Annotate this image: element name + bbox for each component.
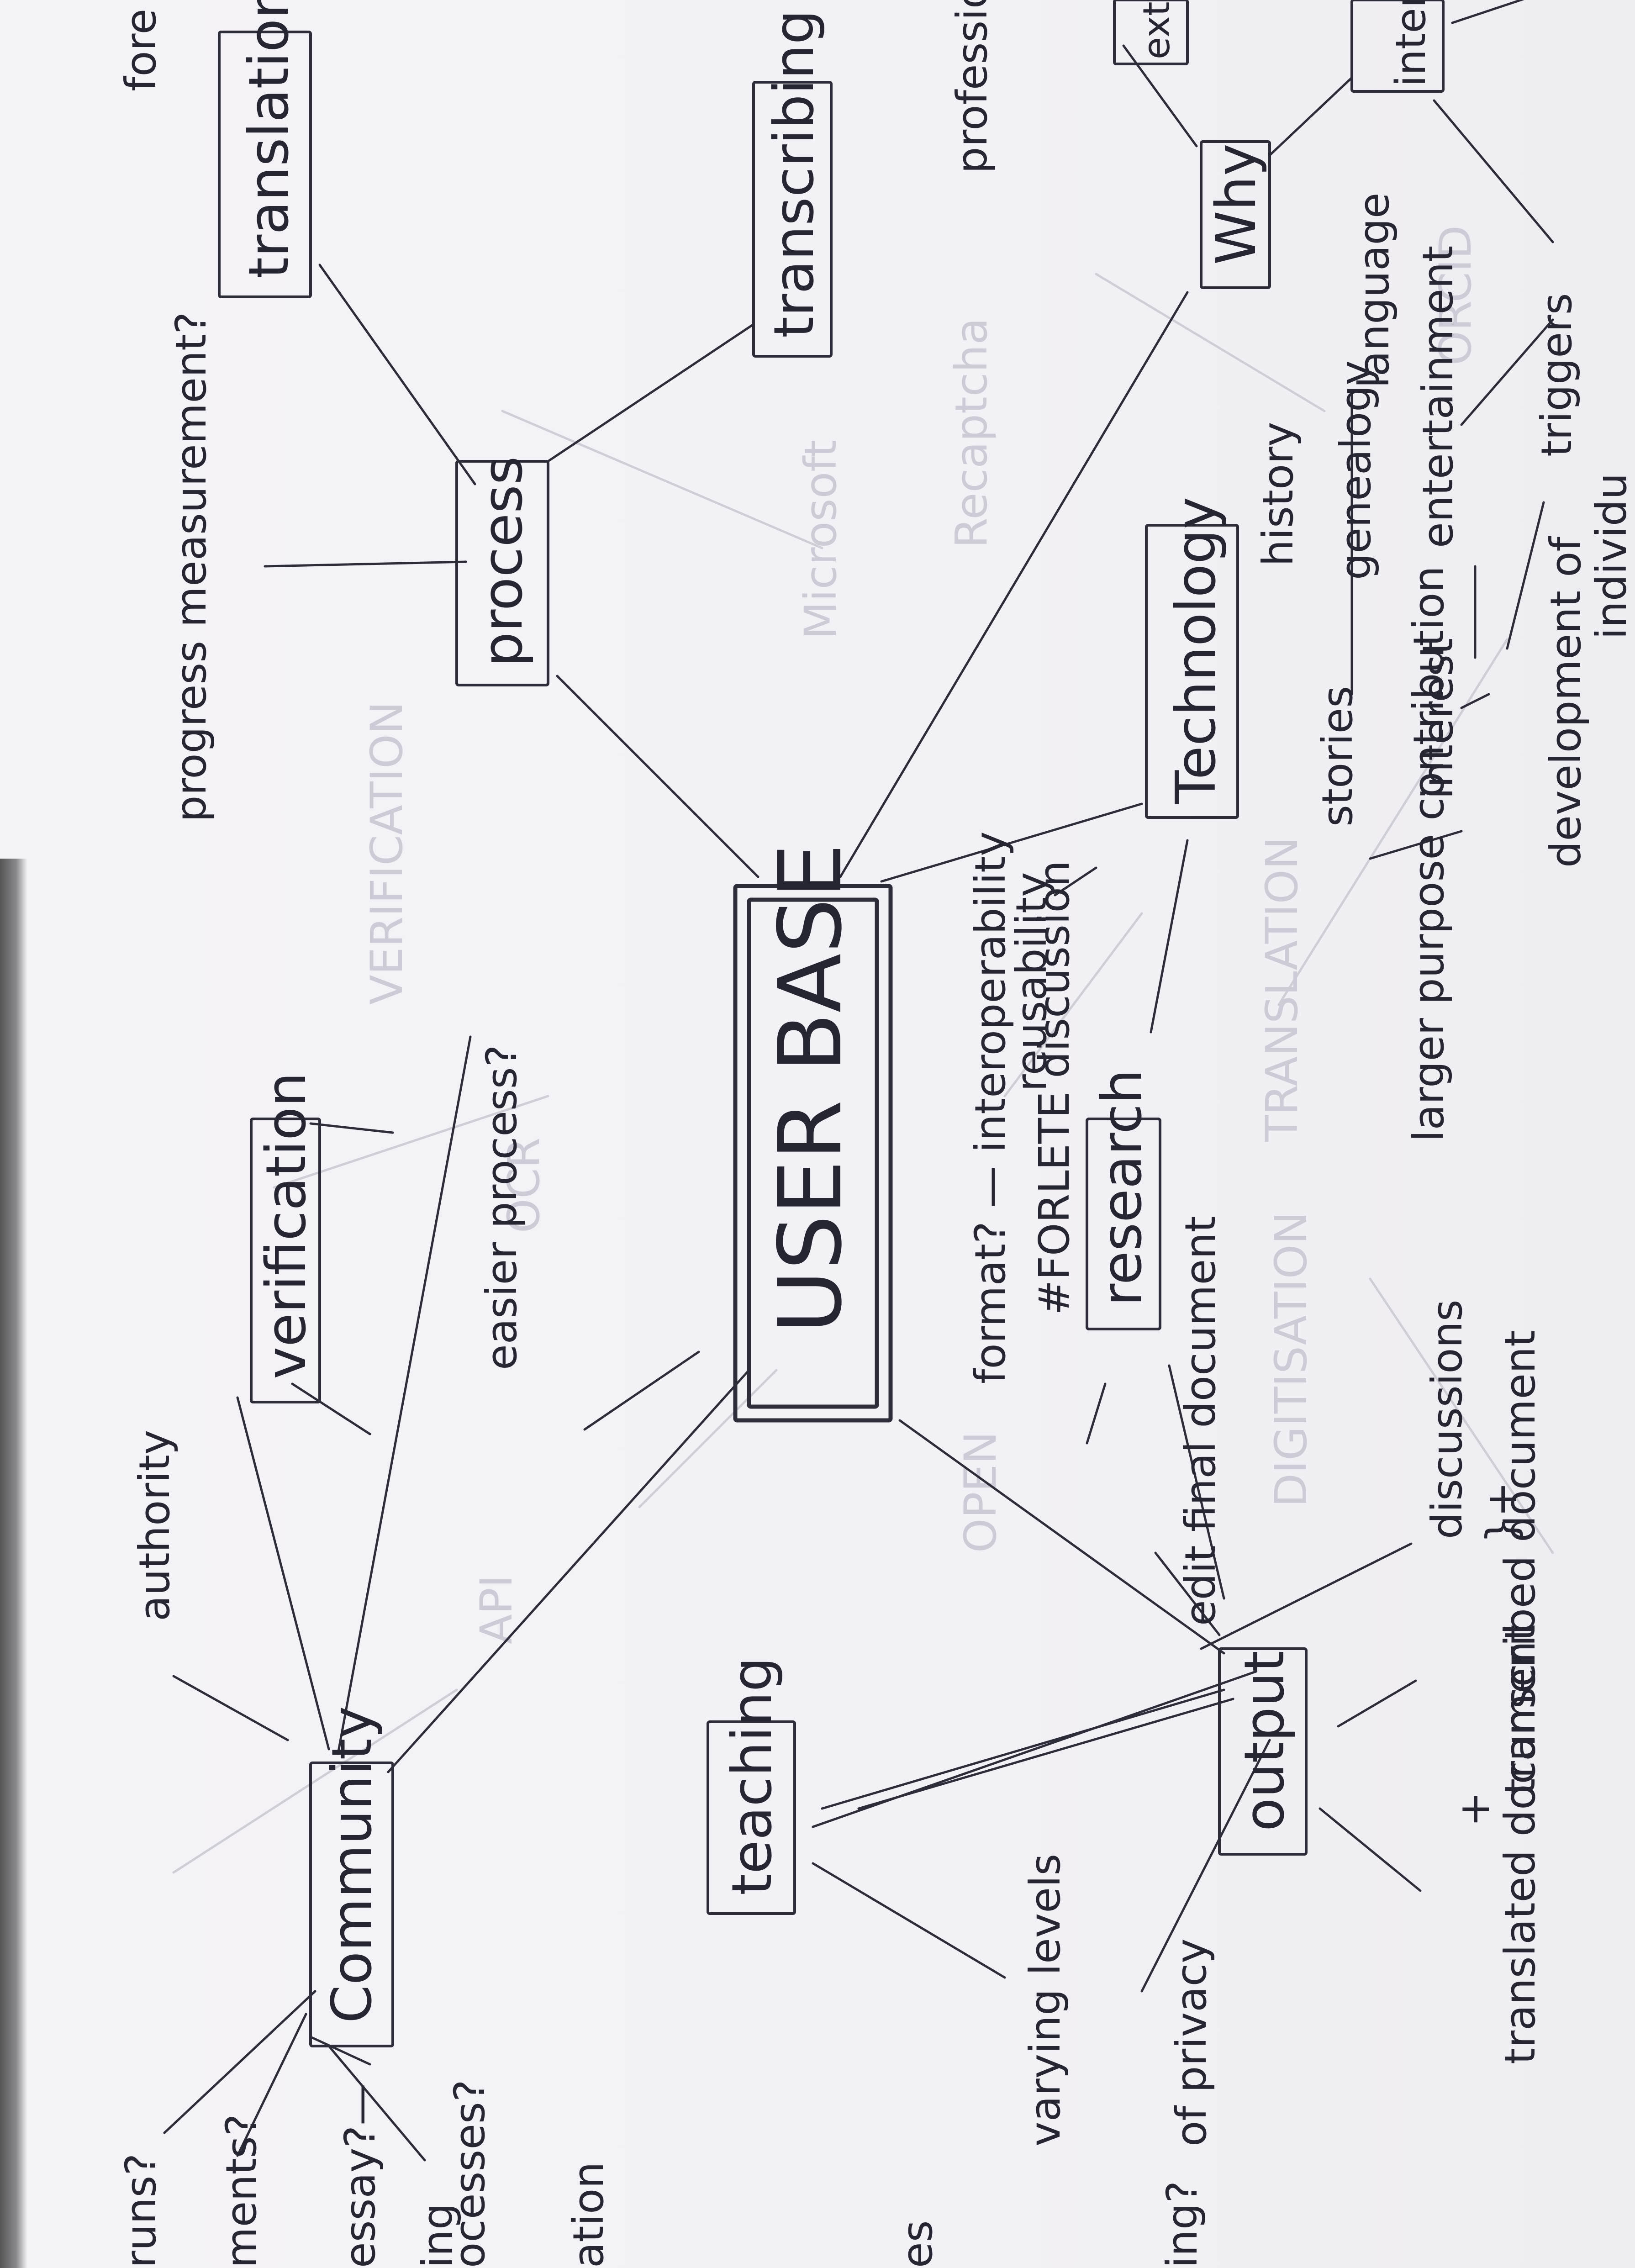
note-forlete-discussion: #FORLETE discussion (1030, 860, 1079, 1315)
node-community: Community (309, 1706, 394, 2047)
note-left-ing: ing (413, 2203, 462, 2268)
node-top-right-a: exte (1113, 0, 1189, 65)
node-research-label: research (1091, 1069, 1154, 1306)
svg-text:API: API (471, 1575, 522, 1644)
node-top-right-a-label: exte (1135, 0, 1178, 59)
svg-text:Recaptcha: Recaptcha (946, 318, 997, 548)
note-left-processes: ocesses? (445, 2079, 494, 2268)
center-node: USER BASE (733, 844, 893, 1423)
bleed-through-layer: VERIFICATION TRANSLATION DIGITISATION OP… (172, 225, 1554, 1874)
node-technology-label: Technology (1165, 497, 1228, 804)
note-individual: individu (1587, 473, 1635, 639)
note-plus-brace: }+ (1477, 1482, 1526, 1544)
note-discussions: discussions (1423, 1299, 1472, 1539)
svg-text:TRANSLATION: TRANSLATION (1256, 837, 1308, 1142)
node-output: output (1218, 1647, 1308, 1856)
node-translation-label: translation (237, 0, 301, 279)
center-node-label: USER BASE (760, 844, 861, 1334)
svg-text:DIGITISATION: DIGITISATION (1266, 1212, 1317, 1507)
node-top-right-b: inter (1350, 0, 1445, 93)
note-genealogy: genealogy (1331, 360, 1380, 580)
svg-text:Microsoft: Microsoft (795, 440, 846, 639)
note-edit-final-document: edit final document (1176, 1216, 1225, 1626)
note-development-of: development of (1541, 536, 1590, 868)
node-output-label: output (1233, 1651, 1297, 1831)
node-technology: Technology (1145, 497, 1239, 819)
note-triggers: triggers (1532, 293, 1581, 457)
scan-edge-shadow (0, 859, 27, 2268)
note-left-runs: runs? (116, 2153, 165, 2268)
note-stories: stories (1313, 686, 1362, 827)
node-top-right-b-label: inter (1387, 0, 1435, 87)
note-professio: professio (948, 0, 997, 174)
node-verification-label: verification (255, 1072, 318, 1379)
node-research: research (1086, 1069, 1161, 1330)
connector-layer (163, 0, 1554, 2162)
note-format: format? — interoperability (966, 831, 1015, 1384)
note-history: history (1254, 422, 1303, 566)
note-progress-measurement: progress measurement? (167, 312, 216, 822)
node-transcribing-label: transcribing (763, 10, 826, 338)
node-community-label: Community (321, 1706, 384, 2023)
notes-layer: progress measurement? easier process? au… (116, 0, 1635, 2268)
node-teaching-label: teaching (721, 1657, 784, 1895)
node-process-label: process (471, 456, 535, 667)
node-teaching: teaching (707, 1657, 796, 1915)
note-interest: interest (1413, 638, 1462, 799)
svg-text:VERIFICATION: VERIFICATION (361, 701, 412, 1005)
note-language: language (1350, 193, 1398, 388)
note-reusability: reusability (1007, 872, 1056, 1092)
note-varying-levels: varying levels (1021, 1854, 1070, 2147)
node-translation: translation (218, 0, 312, 298)
node-why: Why (1200, 140, 1271, 289)
node-why-label: Why (1205, 143, 1268, 265)
note-easier-process: easier process? (477, 1044, 526, 1370)
note-left-ments: ments? (217, 2114, 266, 2268)
svg-text:OCR: OCR (498, 1138, 549, 1233)
note-of-privacy: of privacy (1167, 1938, 1216, 2147)
svg-text:ORCID: ORCID (1430, 225, 1481, 365)
note-left-es: es (893, 2220, 942, 2268)
note-transcribed-document: transcribed document (1496, 1330, 1545, 1795)
note-plus: + (1450, 1792, 1499, 1827)
node-transcribing: transcribing (752, 10, 833, 358)
note-authority: authority (130, 1430, 179, 1621)
note-translated-document: translated document (1496, 1625, 1545, 2064)
note-fore: fore (116, 9, 165, 91)
note-left-ing2: ing? (1158, 2181, 1207, 2268)
note-larger-purpose: larger purpose contribution (1404, 566, 1453, 1142)
node-process: process (455, 456, 549, 686)
svg-text:OPEN: OPEN (955, 1431, 1006, 1553)
node-verification: verification (250, 1072, 321, 1403)
note-left-ation: ation (564, 2162, 613, 2268)
note-left-essay: essay?— (336, 2083, 385, 2268)
note-entertainment: entertainment (1413, 246, 1462, 548)
